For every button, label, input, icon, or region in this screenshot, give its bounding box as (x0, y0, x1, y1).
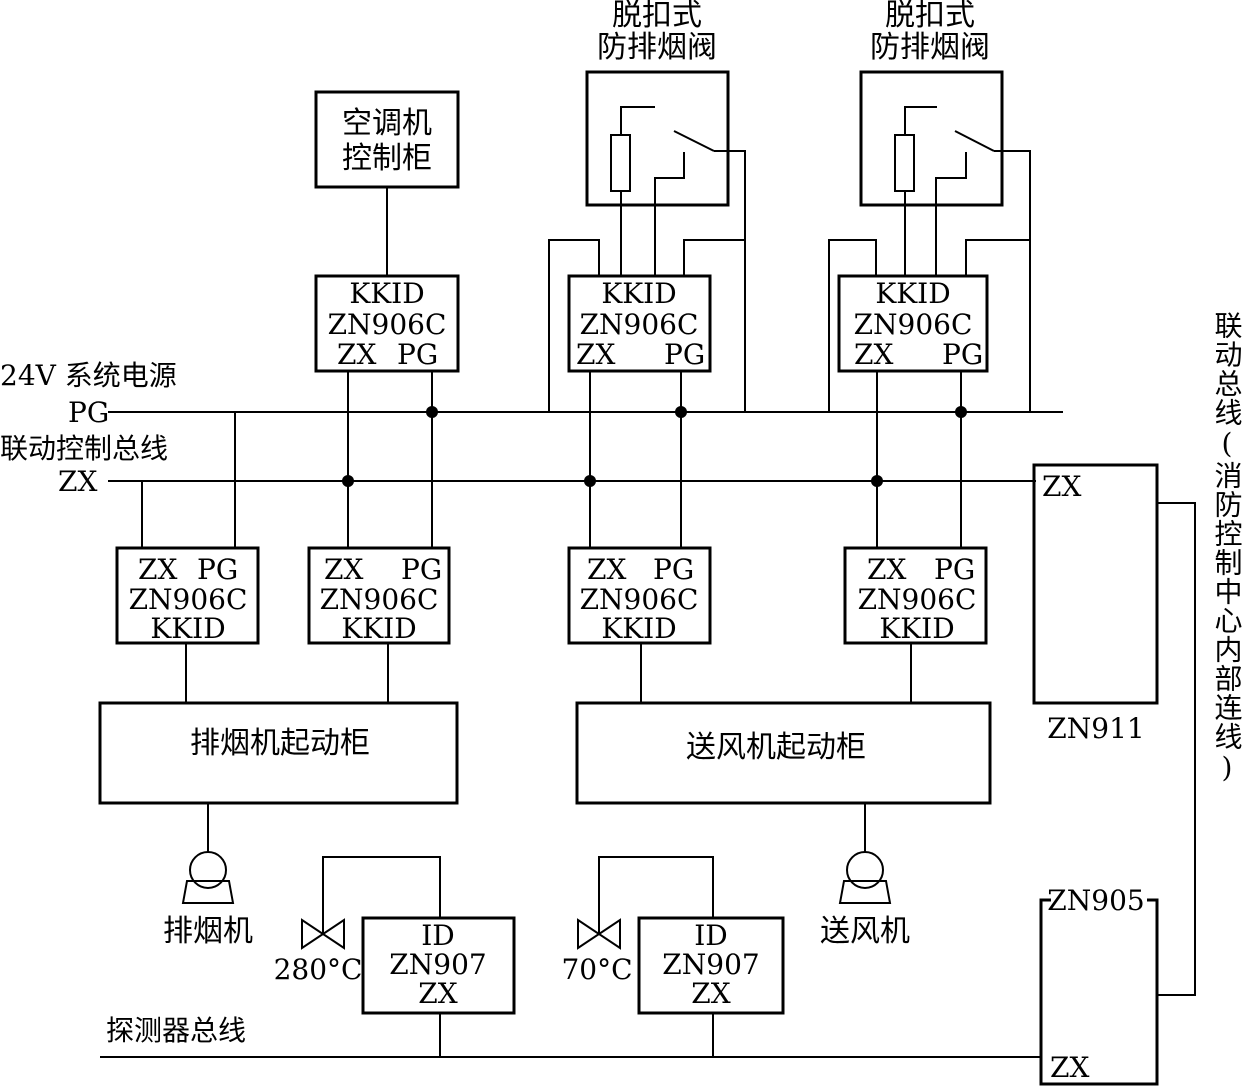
module-pg: PG (664, 338, 705, 371)
ac-cabinet-line2: 控制柜 (342, 141, 432, 176)
damper-valve-2 (859, 70, 1004, 207)
kkid-module-top-1 (314, 274, 460, 373)
zn905-zx: ZX (1050, 1051, 1089, 1084)
ac-cabinet-line1: 空调机 (342, 106, 432, 141)
module-zx: ZX (337, 338, 376, 371)
valve-70-label: 70°C (561, 953, 632, 986)
wire (683, 239, 745, 276)
wire (548, 239, 600, 412)
module-zx: ZX (854, 338, 893, 371)
smoke-fan-icon (181, 851, 235, 904)
valve1-coil (610, 134, 631, 192)
valve1-title-line2: 防排烟阀 (597, 30, 717, 65)
wire (935, 152, 967, 205)
detector-bus-label: 探测器总线 (106, 1014, 246, 1047)
valve1-switch (673, 130, 715, 152)
module-line3: KKID (601, 612, 676, 645)
side-bus-label: 联动总线(消防控制中心内部连线) (1211, 311, 1243, 785)
wire (620, 106, 655, 135)
supply-cabinet-label: 送风机起动柜 (686, 730, 866, 765)
junction-dot (675, 406, 687, 418)
power-label: 24V 系统电源 (0, 359, 177, 392)
wire (598, 856, 714, 934)
kkid-module-bottom-2 (307, 546, 451, 645)
module-zx: ZX (138, 553, 177, 586)
valve2-coil (894, 134, 915, 192)
pg-label: PG (68, 396, 109, 429)
wire (994, 150, 1031, 412)
module-line2: ZN906C (320, 583, 439, 616)
zn905-unit (1039, 898, 1159, 1086)
valve2-title-line1: 脱扣式 (885, 0, 975, 33)
zn911-label: ZN911 (1047, 712, 1144, 745)
linkbus-label: 联动控制总线 (0, 432, 168, 465)
module-pg: PG (934, 553, 975, 586)
air-supply-start-cabinet (575, 701, 992, 805)
module-zx: ZX (324, 553, 363, 586)
module-zx: ZX (587, 553, 626, 586)
valve2-title-line2: 防排烟阀 (870, 30, 990, 65)
module-line2: ZN906C (858, 583, 977, 616)
kkid-module-top-2 (567, 274, 712, 373)
junction-dot (871, 475, 883, 487)
kkid-module-bottom-4 (843, 546, 988, 645)
id-line2: ZN907 (662, 948, 759, 981)
smoke-fan-label: 排烟机 (163, 914, 253, 949)
damper-valve-1 (585, 70, 730, 207)
wire (322, 856, 441, 934)
wire (828, 239, 877, 412)
id-module-2 (637, 916, 785, 1015)
kkid-module-bottom-1 (115, 546, 260, 645)
zn911-unit (1032, 463, 1159, 705)
module-zx: ZX (867, 553, 906, 586)
smoke-cabinet-label: 排烟机起动柜 (190, 726, 370, 761)
id-line2: ZN907 (389, 948, 486, 981)
supply-fan-label: 送风机 (820, 914, 910, 949)
wire (714, 150, 746, 412)
module-line2: ZN906C (580, 308, 699, 341)
valve-280-icon (301, 918, 345, 950)
module-line2: ZN906C (129, 583, 248, 616)
wire (1157, 502, 1196, 996)
id-line1: ID (421, 919, 455, 952)
module-zx: ZX (576, 338, 615, 371)
module-line3: KKID (150, 612, 225, 645)
wire (904, 106, 937, 135)
id-line1: ID (694, 919, 728, 952)
zx-label: ZX (58, 465, 97, 498)
junction-dot (584, 475, 596, 487)
valve1-title-line1: 脱扣式 (612, 0, 702, 33)
id-line3: ZX (418, 977, 457, 1010)
module-line1: KKID (875, 277, 950, 310)
valve-280-label: 280°C (274, 953, 363, 986)
module-line1: KKID (349, 277, 424, 310)
wire (965, 239, 1030, 276)
module-line3: KKID (879, 612, 954, 645)
id-line3: ZX (691, 977, 730, 1010)
wire (654, 152, 685, 205)
module-pg: PG (401, 553, 442, 586)
module-pg: PG (653, 553, 694, 586)
kkid-module-top-3 (837, 274, 989, 373)
module-line2: ZN906C (854, 308, 973, 341)
kkid-module-bottom-3 (567, 546, 712, 645)
module-pg: PG (397, 338, 438, 371)
smoke-exhaust-start-cabinet (98, 701, 459, 805)
module-line2: ZN906C (580, 583, 699, 616)
zn911-zx: ZX (1042, 470, 1081, 503)
zn905-label: ZN905 (1047, 884, 1144, 917)
valve-70-icon (577, 918, 621, 950)
module-line3: KKID (341, 612, 416, 645)
module-line2: ZN906C (328, 308, 447, 341)
supply-fan-icon (838, 851, 892, 904)
valve2-switch (954, 130, 995, 152)
junction-dot (955, 406, 967, 418)
module-pg: PG (942, 338, 983, 371)
module-line1: KKID (601, 277, 676, 310)
module-pg: PG (197, 553, 238, 586)
id-module-1 (361, 916, 516, 1015)
